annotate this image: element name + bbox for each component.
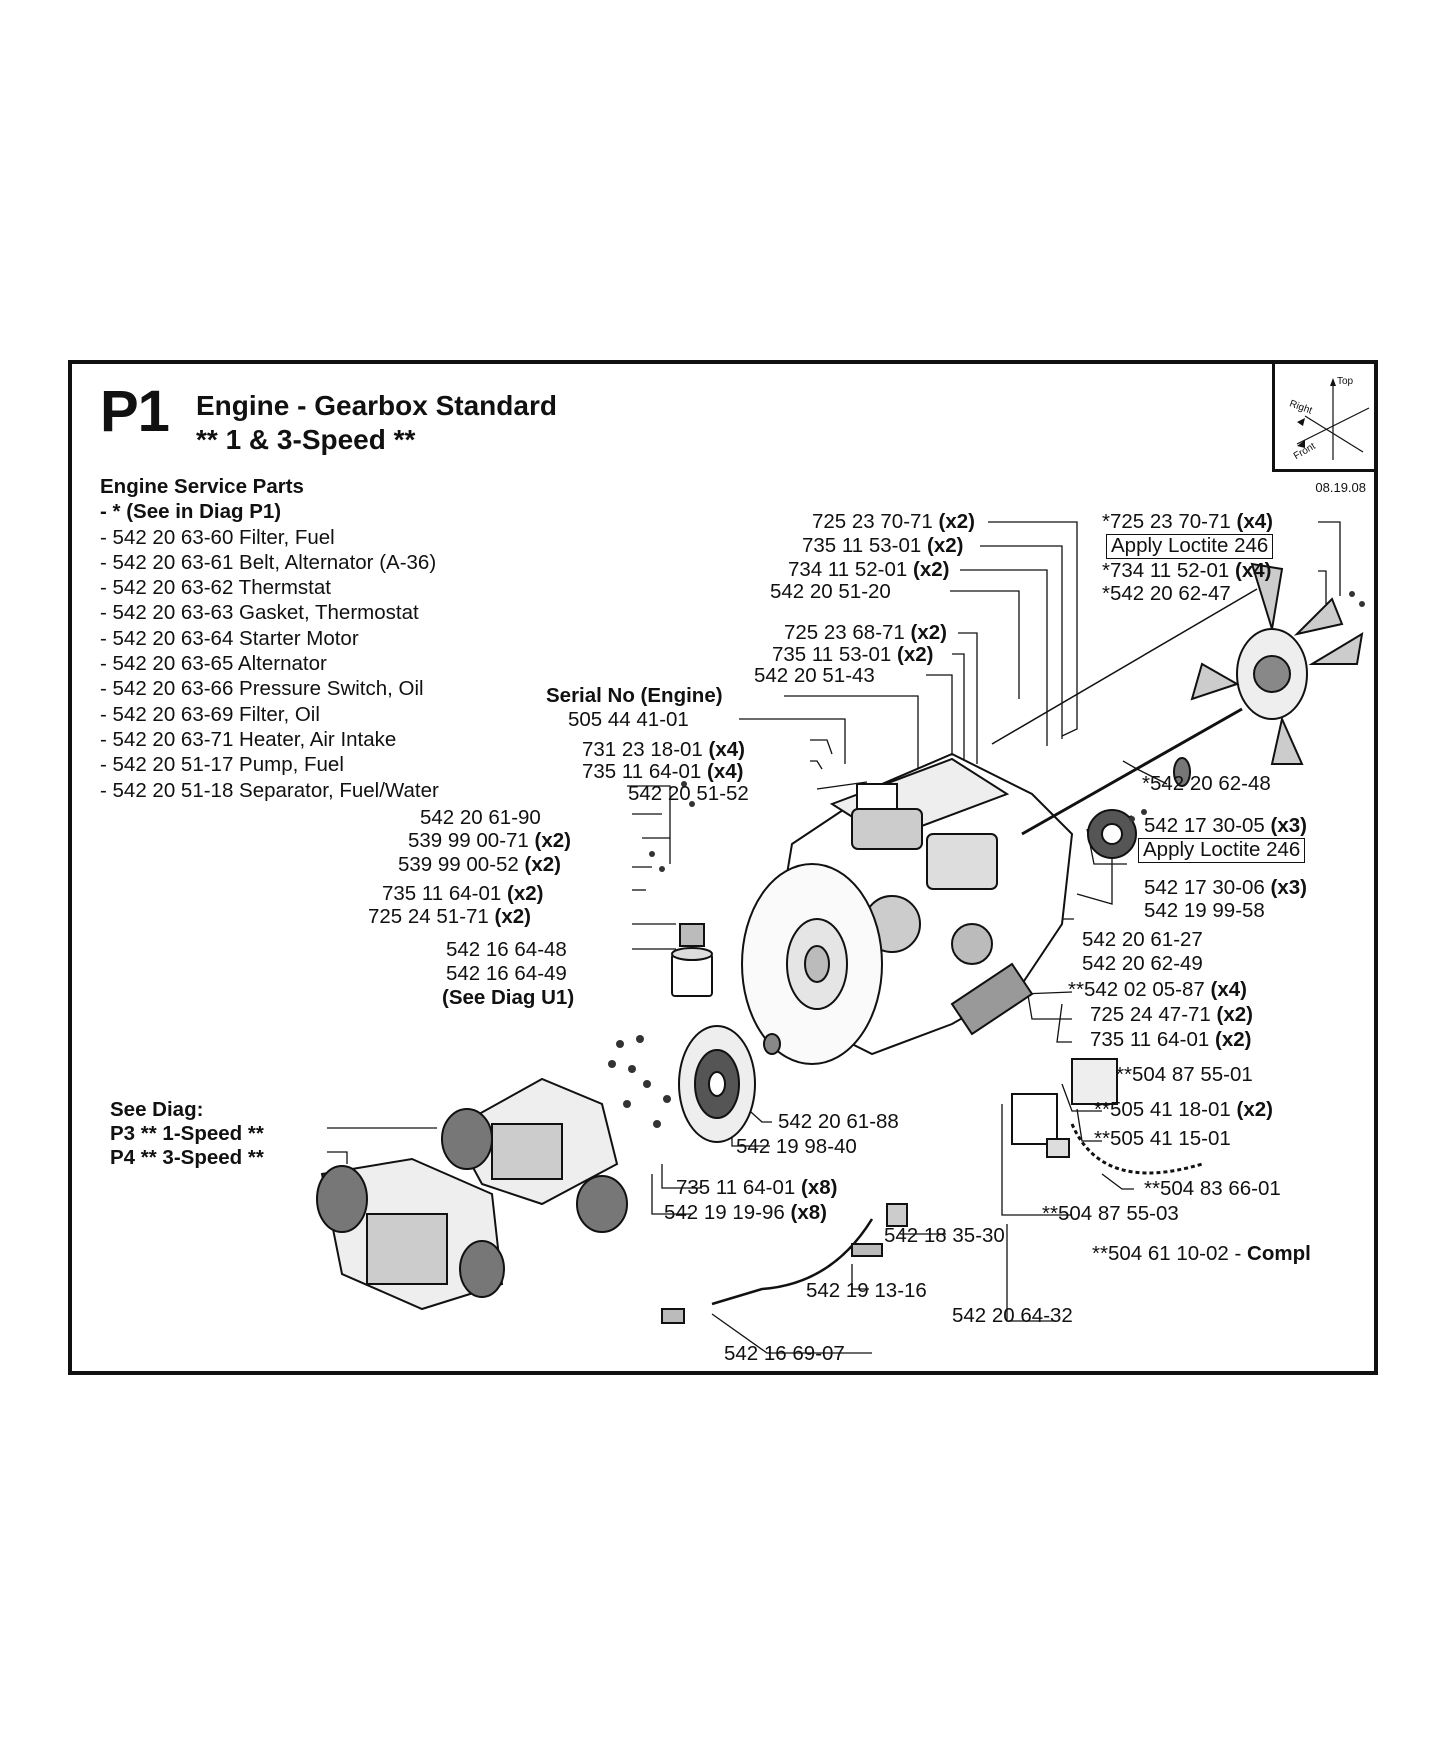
see-diag-heading: See Diag:	[110, 1098, 204, 1121]
page-subtitle: ** 1 & 3-Speed **	[196, 424, 416, 455]
engine-service-parts: Engine Service Parts - * (See in Diag P1…	[100, 474, 439, 803]
part-callout: 734 11 52-01 (x2)	[788, 558, 950, 581]
part-callout: 542 20 61-90	[420, 806, 541, 829]
service-parts-heading: Engine Service Parts	[100, 475, 304, 498]
service-part-item: - 542 20 51-18 Separator, Fuel/Water	[100, 778, 439, 802]
part-callout: 542 19 19-96 (x8)	[664, 1201, 827, 1224]
part-callout: **505 41 18-01 (x2)	[1094, 1098, 1273, 1121]
axis-compass-icon	[1296, 378, 1370, 460]
part-callout: **505 41 15-01	[1094, 1127, 1231, 1150]
service-part-item: - 542 20 63-61 Belt, Alternator (A-36)	[100, 550, 437, 574]
part-callout: 735 11 53-01 (x2)	[802, 534, 964, 557]
part-callout: 725 24 51-71 (x2)	[368, 905, 531, 928]
service-part-item: - 542 20 63-71 Heater, Air Intake	[100, 727, 397, 751]
exploded-view-illustration	[316, 521, 1365, 1354]
orientation-box: Top Right Front	[1272, 364, 1374, 472]
part-callout: 539 99 00-71 (x2)	[408, 829, 571, 852]
part-callout: 735 11 64-01 (x2)	[1090, 1028, 1252, 1051]
revision-date: 08.19.08	[1315, 480, 1366, 495]
part-callout: **504 87 55-03	[1042, 1202, 1179, 1225]
part-callout: *725 23 70-71 (x4)	[1102, 510, 1273, 533]
part-callout: *734 11 52-01 (x4)	[1102, 559, 1272, 582]
service-part-item: - 542 20 63-65 Alternator	[100, 652, 327, 676]
loctite-note: Apply Loctite 246	[1106, 534, 1274, 559]
part-callout: *542 20 62-47	[1102, 582, 1231, 605]
part-callout: 542 17 30-05 (x3)	[1144, 814, 1307, 837]
see-diag-p4-link[interactable]: P4 ** 3-Speed **	[110, 1146, 264, 1169]
part-callout: **542 02 05-87 (x4)	[1068, 978, 1247, 1001]
part-callout: 542 19 98-40	[736, 1135, 857, 1158]
part-callout: 542 20 51-52	[628, 782, 749, 805]
service-part-item: - 542 20 63-62 Thermstat	[100, 576, 331, 600]
part-callout: 542 16 69-07	[724, 1342, 845, 1365]
part-callout: 735 11 64-01 (x4)	[582, 760, 744, 783]
service-part-item: - 542 20 63-60 Filter, Fuel	[100, 525, 335, 549]
diagram-frame: P1 Engine - Gearbox Standard ** 1 & 3-Sp…	[68, 360, 1378, 1375]
page-title: Engine - Gearbox Standard	[196, 390, 557, 421]
part-callout: 731 23 18-01 (x4)	[582, 738, 745, 761]
part-callout: (See Diag U1)	[442, 986, 575, 1009]
loctite-note: Apply Loctite 246	[1138, 838, 1306, 863]
part-callout: **504 61 10-02 - Compl	[1092, 1242, 1311, 1265]
part-callout: 539 99 00-52 (x2)	[398, 853, 561, 876]
part-callout: 542 19 13-16	[806, 1279, 927, 1302]
part-callout: 542 20 62-49	[1082, 952, 1203, 975]
part-callout: 735 11 64-01 (x2)	[382, 882, 544, 905]
part-callout: 542 20 51-43	[754, 664, 875, 687]
service-parts-note: - * (See in Diag P1)	[100, 500, 282, 524]
part-callout: Serial No (Engine)	[546, 684, 723, 707]
part-callout: 505 44 41-01	[568, 708, 689, 731]
orientation-top-label: Top	[1337, 376, 1354, 387]
part-callout: 725 23 68-71 (x2)	[784, 621, 947, 644]
part-callout: 542 20 61-88	[778, 1110, 899, 1133]
part-callout: 542 20 64-32	[952, 1304, 1073, 1327]
service-part-item: - 542 20 63-66 Pressure Switch, Oil	[100, 677, 424, 701]
part-callout: *542 20 62-48	[1142, 772, 1271, 795]
part-callout: 542 16 64-48	[446, 938, 567, 961]
part-callout: **504 87 55-01	[1116, 1063, 1253, 1086]
part-callout: 542 20 61-27	[1082, 928, 1203, 951]
part-callout: 542 18 35-30	[884, 1224, 1005, 1247]
part-callout: 542 17 30-06 (x3)	[1144, 876, 1307, 899]
see-diag-p3-link[interactable]: P3 ** 1-Speed **	[110, 1122, 264, 1145]
part-callout: 542 19 99-58	[1144, 899, 1265, 922]
service-part-item: - 542 20 51-17 Pump, Fuel	[100, 753, 344, 777]
part-callout: 542 16 64-49	[446, 962, 567, 985]
part-callout: 542 20 51-20	[770, 580, 891, 603]
service-part-item: - 542 20 63-64 Starter Motor	[100, 626, 359, 650]
part-callout: 725 23 70-71 (x2)	[812, 510, 975, 533]
service-part-item: - 542 20 63-63 Gasket, Thermostat	[100, 601, 419, 625]
part-callout: **504 83 66-01	[1144, 1177, 1281, 1200]
part-callout: 725 24 47-71 (x2)	[1090, 1003, 1253, 1026]
page-code: P1	[100, 379, 170, 444]
part-callout: 735 11 64-01 (x8)	[676, 1176, 838, 1199]
service-part-item: - 542 20 63-69 Filter, Oil	[100, 702, 320, 726]
part-callout: 735 11 53-01 (x2)	[772, 643, 934, 666]
